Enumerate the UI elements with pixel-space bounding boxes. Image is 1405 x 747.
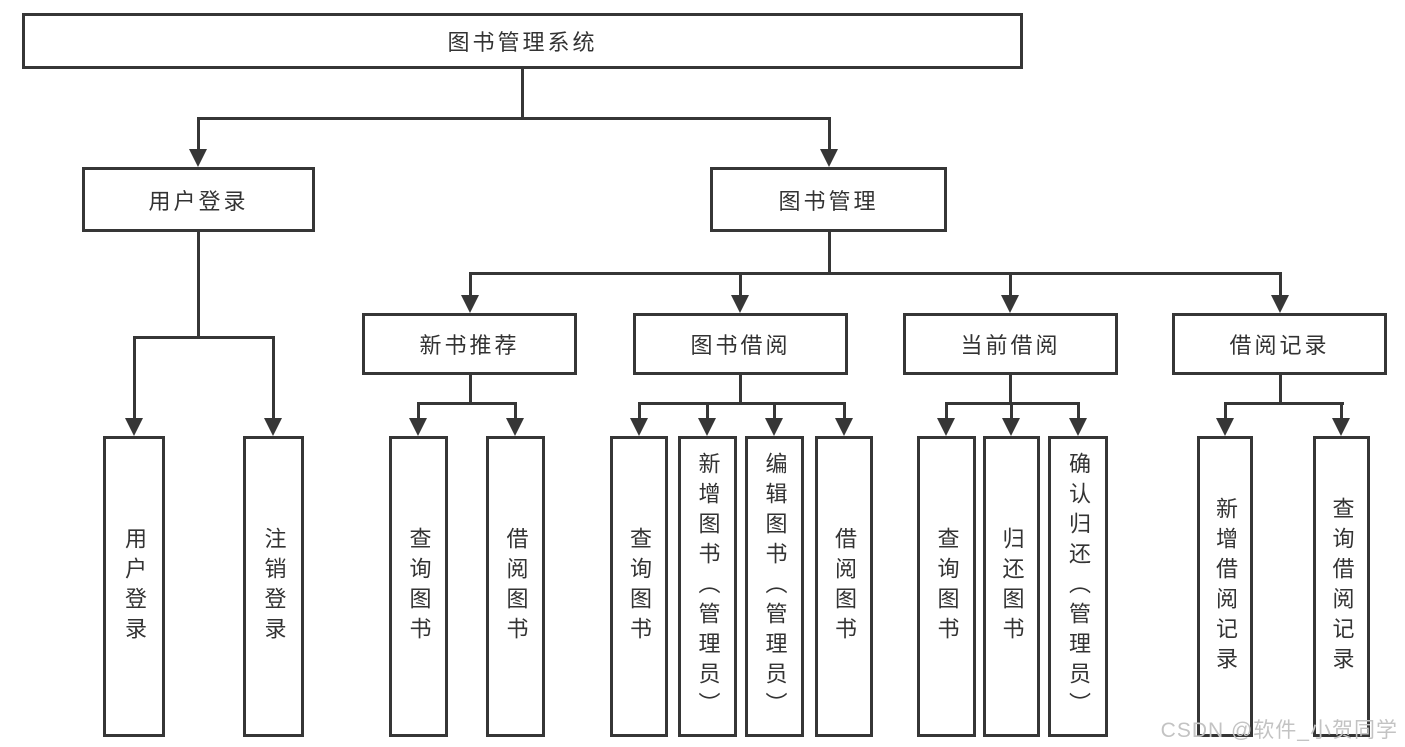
leaf-return-books: 归还图书 — [983, 436, 1040, 737]
arrowhead-down-icon — [1069, 418, 1087, 436]
connector-line — [739, 272, 742, 297]
leaf-label: 查询图书 — [934, 526, 960, 647]
node-book-borrow: 图书借阅 — [633, 313, 848, 375]
connector-line — [417, 402, 517, 405]
connector-line — [1009, 272, 1012, 297]
leaf-query-books-recommend: 查询图书 — [389, 436, 448, 737]
leaf-label: 注销登录 — [261, 526, 287, 647]
connector-line — [638, 402, 641, 420]
arrowhead-down-icon — [461, 295, 479, 313]
arrowhead-down-icon — [937, 418, 955, 436]
arrowhead-down-icon — [1216, 418, 1234, 436]
node-label: 图书管理系统 — [447, 30, 598, 55]
connector-line — [469, 272, 1282, 275]
connector-line — [1010, 402, 1013, 420]
arrowhead-down-icon — [125, 418, 143, 436]
arrowhead-down-icon — [835, 418, 853, 436]
leaf-label: 新增图书（管理员） — [695, 451, 721, 722]
connector-line — [828, 117, 831, 152]
connector-line — [1340, 402, 1343, 420]
leaf-add-books-admin: 新增图书（管理员） — [678, 436, 737, 737]
connector-line — [945, 402, 948, 420]
leaf-label: 用户登录 — [122, 526, 147, 647]
connector-line — [843, 402, 846, 420]
arrowhead-down-icon — [189, 149, 207, 167]
arrowhead-down-icon — [409, 418, 427, 436]
connector-line — [638, 402, 846, 405]
leaf-label: 借阅图书 — [503, 526, 529, 647]
connector-line — [469, 375, 472, 405]
connector-line — [773, 402, 776, 420]
arrowhead-down-icon — [1002, 418, 1020, 436]
connector-line — [1224, 402, 1344, 405]
leaf-label: 借阅图书 — [832, 526, 857, 647]
connector-line — [197, 232, 200, 339]
connector-line — [1077, 402, 1080, 420]
connector-line — [1279, 375, 1282, 405]
leaf-label: 查询图书 — [406, 526, 432, 647]
leaf-query-borrow-record: 查询借阅记录 — [1313, 436, 1370, 737]
leaf-logout: 注销登录 — [243, 436, 304, 737]
arrowhead-down-icon — [1332, 418, 1350, 436]
node-user-login: 用户登录 — [82, 167, 315, 232]
connector-line — [514, 402, 517, 420]
connector-line — [417, 402, 420, 420]
arrowhead-down-icon — [506, 418, 524, 436]
arrowhead-down-icon — [264, 418, 282, 436]
leaf-label: 查询图书 — [627, 526, 652, 647]
connector-line — [272, 336, 275, 420]
node-label: 新书推荐 — [419, 333, 520, 358]
leaf-borrow-books-recommend: 借阅图书 — [486, 436, 545, 737]
node-borrow-records: 借阅记录 — [1172, 313, 1387, 375]
connector-line — [197, 117, 200, 152]
leaf-label: 查询借阅记录 — [1329, 496, 1355, 677]
connector-line — [739, 375, 742, 405]
leaf-user-login: 用户登录 — [103, 436, 165, 737]
arrowhead-down-icon — [731, 295, 749, 313]
node-root-library-management-system: 图书管理系统 — [22, 13, 1023, 69]
leaf-label: 确认归还（管理员） — [1066, 451, 1091, 722]
connector-line — [706, 402, 709, 420]
node-book-management: 图书管理 — [710, 167, 947, 232]
arrowhead-down-icon — [630, 418, 648, 436]
arrowhead-down-icon — [765, 418, 783, 436]
arrowhead-down-icon — [698, 418, 716, 436]
leaf-label: 新增借阅记录 — [1213, 496, 1238, 677]
connector-line — [133, 336, 136, 420]
connector-line — [521, 69, 524, 119]
node-label: 图书借阅 — [690, 333, 791, 358]
connector-line — [197, 117, 831, 120]
leaf-edit-books-admin: 编辑图书（管理员） — [745, 436, 804, 737]
leaf-query-books-borrow: 查询图书 — [610, 436, 668, 737]
connector-line — [1009, 375, 1012, 405]
leaf-query-books-current: 查询图书 — [917, 436, 976, 737]
leaf-label: 编辑图书（管理员） — [762, 451, 788, 722]
node-current-borrow: 当前借阅 — [903, 313, 1118, 375]
node-label: 借阅记录 — [1229, 333, 1330, 358]
arrowhead-down-icon — [820, 149, 838, 167]
arrowhead-down-icon — [1001, 295, 1019, 313]
node-label: 图书管理 — [778, 188, 879, 214]
leaf-borrow-books: 借阅图书 — [815, 436, 873, 737]
node-label: 用户登录 — [148, 188, 249, 214]
leaf-confirm-return-admin: 确认归还（管理员） — [1048, 436, 1108, 737]
node-new-book-recommend: 新书推荐 — [362, 313, 577, 375]
connector-line — [133, 336, 275, 339]
leaf-label: 归还图书 — [999, 526, 1025, 647]
connector-line — [1224, 402, 1227, 420]
leaf-add-borrow-record: 新增借阅记录 — [1197, 436, 1253, 737]
connector-line — [828, 232, 831, 275]
arrowhead-down-icon — [1271, 295, 1289, 313]
csdn-watermark: CSDN @软件_小贺同学 — [1160, 719, 1398, 742]
connector-line — [1279, 272, 1282, 297]
node-label: 当前借阅 — [960, 333, 1061, 358]
connector-line — [469, 272, 472, 297]
